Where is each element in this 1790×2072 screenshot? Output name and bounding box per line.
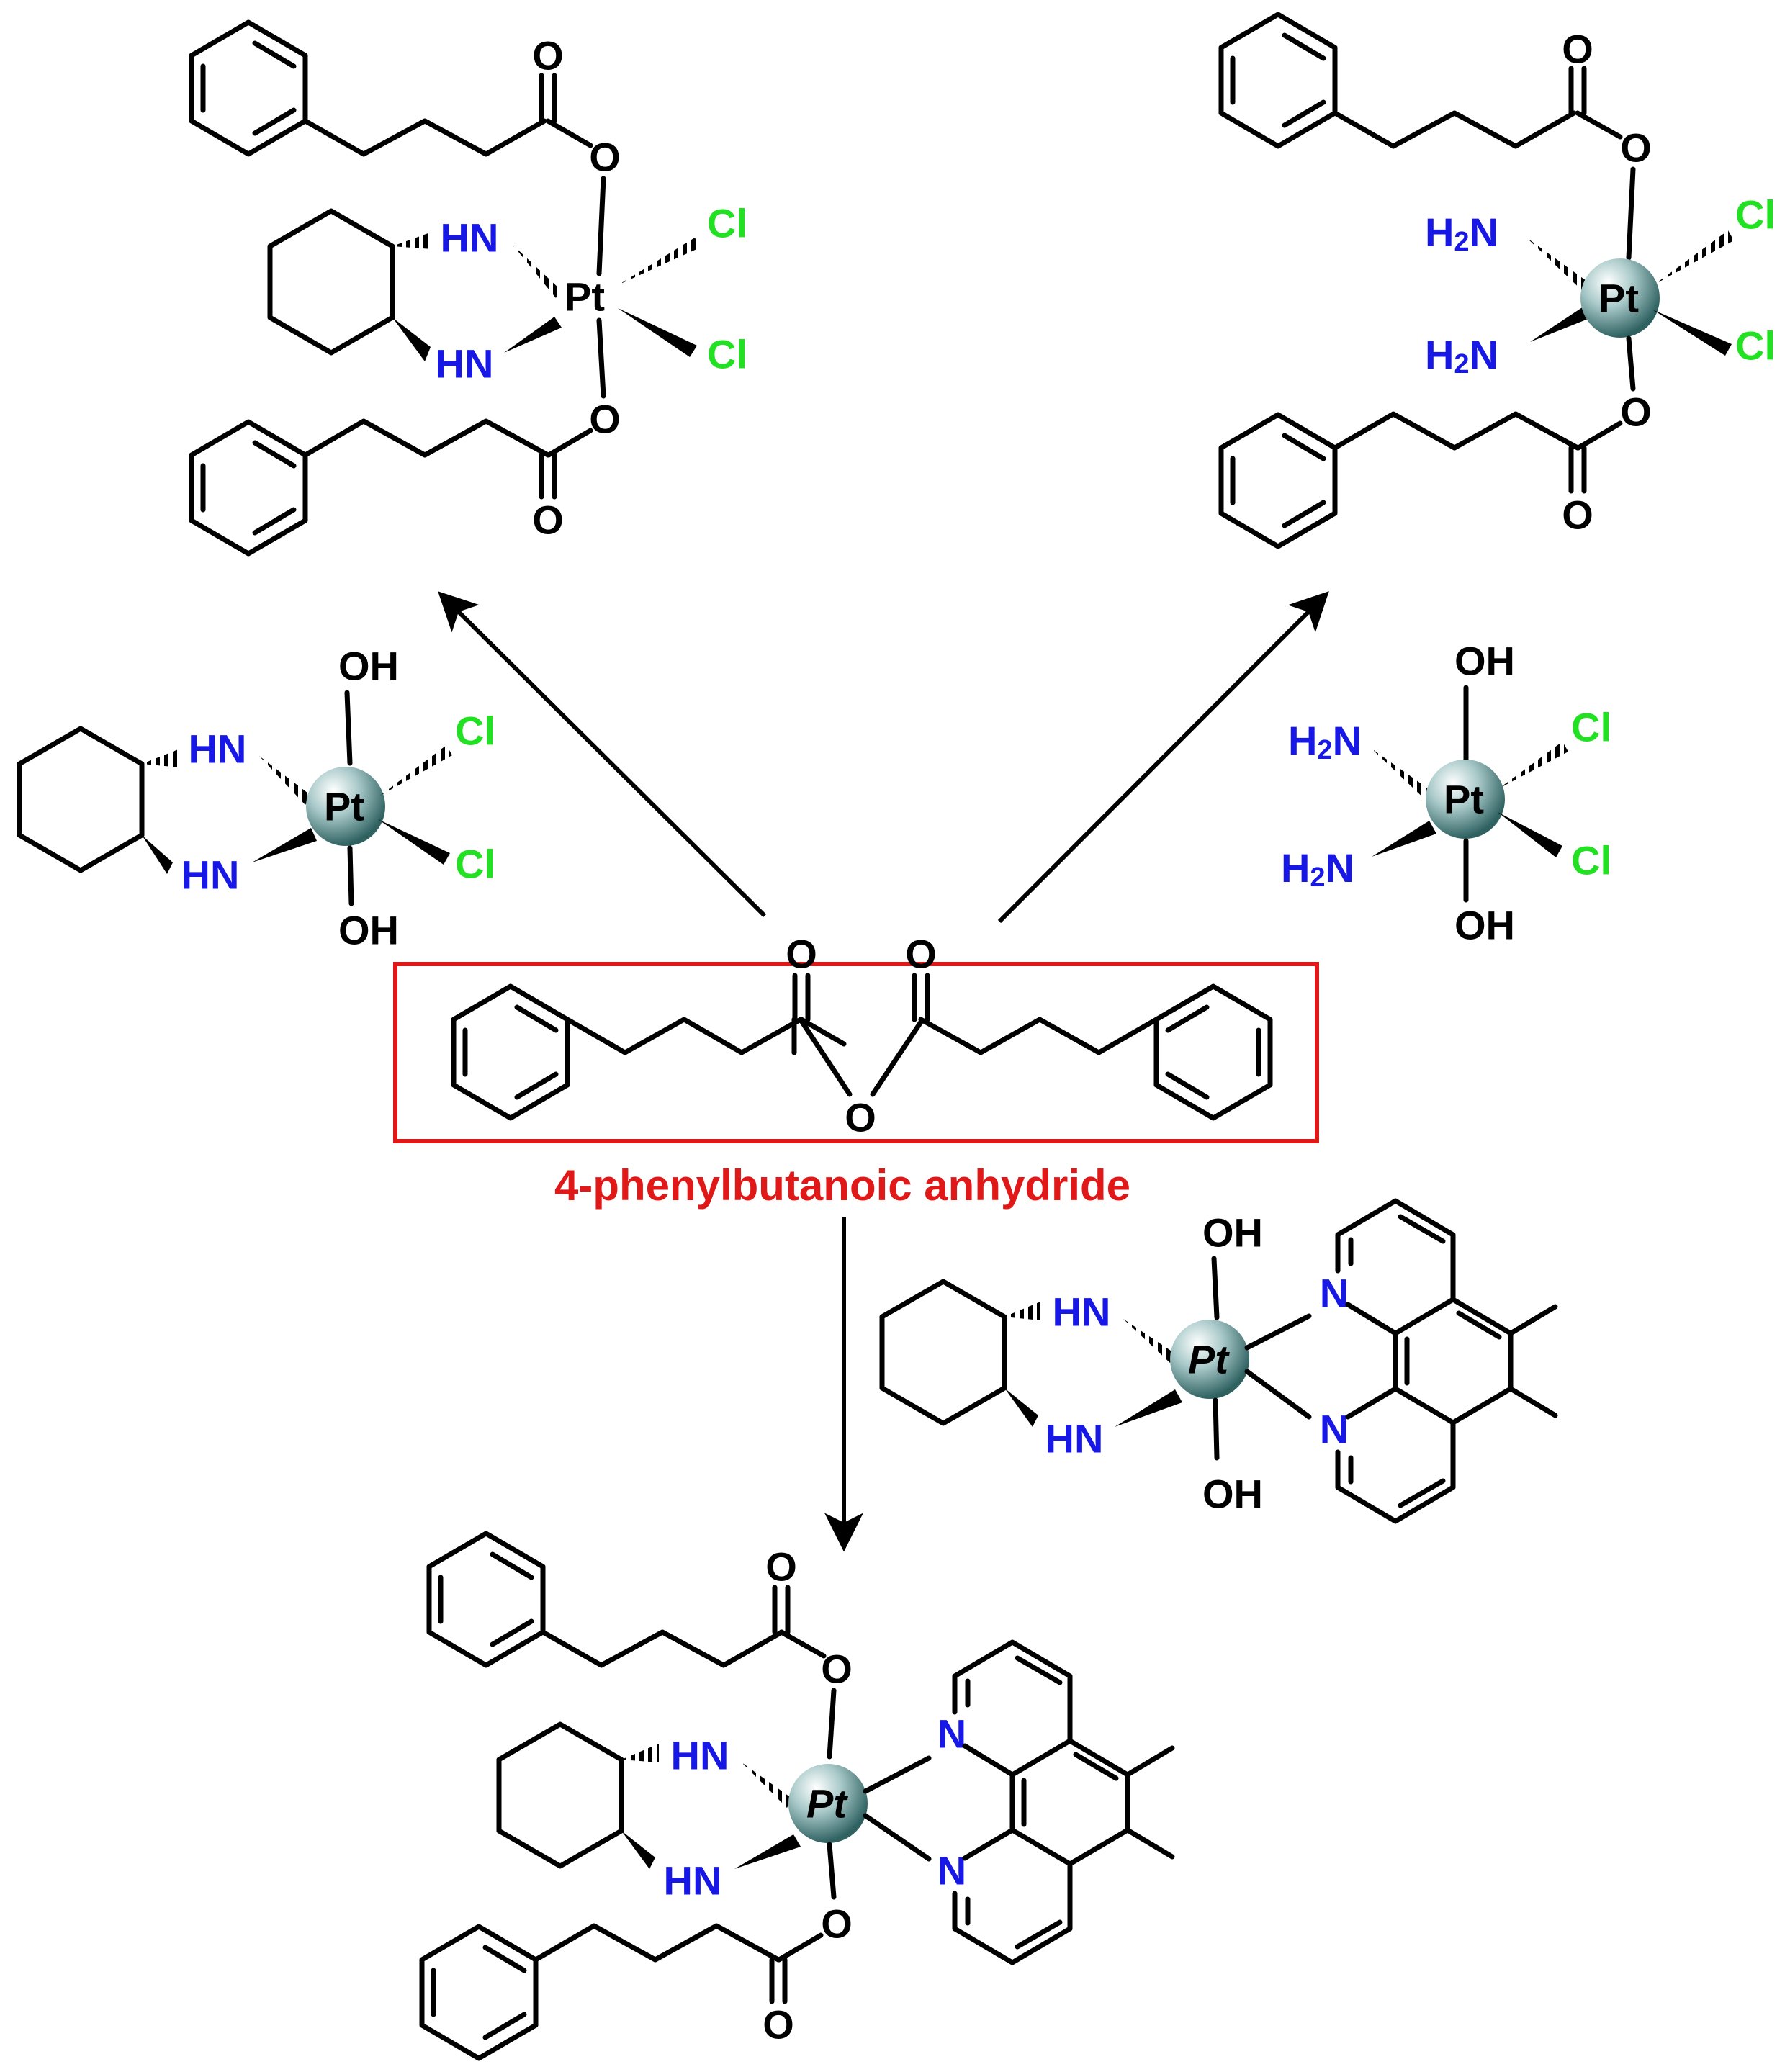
platinum-sphere xyxy=(1426,760,1505,839)
ammine-ligand: H2N xyxy=(1281,845,1354,893)
phenyl-ring xyxy=(189,419,308,557)
amine-nitrogen: HN xyxy=(181,852,240,898)
chloride-ligand: Cl xyxy=(1735,192,1776,238)
ester-oxygen: O xyxy=(821,1901,853,1947)
butanoate-chain xyxy=(540,1629,785,1668)
platinum-atom: Pt xyxy=(1598,276,1639,321)
svg-text:H2N: H2N xyxy=(1425,332,1498,380)
carbonyl-oxygen: O xyxy=(763,2002,794,2048)
platinum-atom: Pt xyxy=(324,784,364,829)
platinum-atom: Pt xyxy=(1188,1337,1230,1382)
hydroxide-ligand: OH xyxy=(1202,1472,1263,1517)
ester-oxygen: O xyxy=(1620,125,1652,171)
cyclohexane-ring xyxy=(17,726,145,873)
amine-nitrogen: HN xyxy=(671,1733,729,1778)
product-top-right: O O H2N H2N Pt Cl Cl O O xyxy=(1218,12,1776,549)
cyclohexane-ring xyxy=(879,1279,1007,1426)
svg-text:H2N: H2N xyxy=(1281,845,1354,893)
butanoate-chain xyxy=(1332,411,1580,451)
ester-oxygen: O xyxy=(1620,389,1652,435)
amine-nitrogen: HN xyxy=(189,726,247,772)
hydroxide-ligand: OH xyxy=(1454,903,1515,948)
carbonyl-oxygen: O xyxy=(905,932,937,977)
ester-oxygen: O xyxy=(821,1647,853,1692)
chloride-ligand: Cl xyxy=(455,842,495,887)
butanoate-chain xyxy=(302,418,551,458)
carbonyl-oxygen: O xyxy=(1562,27,1593,72)
butanoate-chain xyxy=(302,118,547,157)
reagent-name: 4-phenylbutanoic anhydride xyxy=(554,1161,1130,1210)
phenanthroline-ligand xyxy=(1335,1198,1558,1524)
platinum-sphere xyxy=(1170,1320,1249,1399)
wedge-bond xyxy=(392,317,431,361)
starting-complex-phen: OH HN HN Pt OH N N xyxy=(879,1198,1558,1524)
platinum-sphere xyxy=(1580,258,1660,338)
butanoate-chain xyxy=(1332,110,1577,149)
pyridine-nitrogen: N xyxy=(937,1711,966,1757)
chloride-ligand: Cl xyxy=(455,708,495,754)
hydroxide-ligand: OH xyxy=(1202,1210,1263,1256)
chloride-ligand: Cl xyxy=(707,201,747,246)
carbonyl-oxygen: O xyxy=(765,1544,797,1590)
svg-text:H2N: H2N xyxy=(1425,210,1498,258)
phenyl-ring xyxy=(1218,12,1338,149)
reagent-highlight-box xyxy=(393,962,1319,1143)
chloride-ligand: Cl xyxy=(1571,705,1611,750)
ammine-ligand: H2N xyxy=(1288,718,1362,766)
svg-text:H2N: H2N xyxy=(1288,718,1362,766)
chloride-ligand: Cl xyxy=(1571,838,1611,883)
hydroxide-ligand: OH xyxy=(338,644,399,689)
pyridine-nitrogen: N xyxy=(1320,1271,1349,1316)
amine-nitrogen: HN xyxy=(436,341,494,387)
anhydride-structure: O O O xyxy=(451,932,1273,1140)
amine-nitrogen: HN xyxy=(664,1858,722,1904)
starting-complex-right: OH H2N H2N Pt Cl Cl OH xyxy=(1281,639,1611,948)
ammine-ligand: H2N xyxy=(1425,210,1498,258)
ammine-ligand: H2N xyxy=(1425,332,1498,380)
pyridine-nitrogen: N xyxy=(1320,1407,1349,1452)
carbonyl-oxygen: O xyxy=(532,497,564,543)
carbonyl-oxygen: O xyxy=(786,932,817,977)
ester-oxygen: O xyxy=(589,135,621,180)
cyclohexane-ring xyxy=(496,1721,624,1869)
pyridine-nitrogen: N xyxy=(937,1848,966,1893)
starting-complex-left: OH HN HN Pt Cl Cl OH xyxy=(17,644,495,953)
platinum-sphere xyxy=(306,767,385,846)
bridging-oxygen: O xyxy=(845,1095,876,1140)
carbonyl-oxygen: O xyxy=(532,33,564,78)
carbonyl-oxygen: O xyxy=(1562,492,1593,538)
product-top-left: O O HN HN Pt Cl Cl O O xyxy=(189,19,747,557)
hashed-bond xyxy=(392,232,432,249)
cyclohexane-ring xyxy=(267,208,395,356)
chloride-ligand: Cl xyxy=(1735,323,1776,369)
phenyl-ring xyxy=(426,1531,546,1668)
platinum-sphere xyxy=(788,1764,868,1843)
platinum-atom: Pt xyxy=(806,1781,848,1826)
phenyl-ring xyxy=(1218,412,1338,549)
hydroxide-ligand: OH xyxy=(338,908,399,953)
amine-nitrogen: HN xyxy=(441,215,499,261)
platinum-atom: Pt xyxy=(1444,777,1484,822)
chloride-ligand: Cl xyxy=(707,332,747,377)
platinum-atom: Pt xyxy=(565,274,605,320)
phenanthroline-ligand xyxy=(952,1639,1175,1965)
hydroxide-ligand: OH xyxy=(1454,639,1515,684)
phenyl-ring xyxy=(419,1924,539,2061)
reaction-arrow xyxy=(438,591,767,918)
amine-nitrogen: HN xyxy=(1053,1289,1111,1335)
product-bottom: O O HN HN Pt O O N N xyxy=(419,1531,1175,2061)
butanoate-chain xyxy=(533,1923,781,1963)
ester-oxygen: O xyxy=(589,397,621,442)
phenyl-ring xyxy=(189,19,308,157)
amine-nitrogen: HN xyxy=(1045,1416,1104,1461)
reaction-arrow xyxy=(997,591,1329,924)
